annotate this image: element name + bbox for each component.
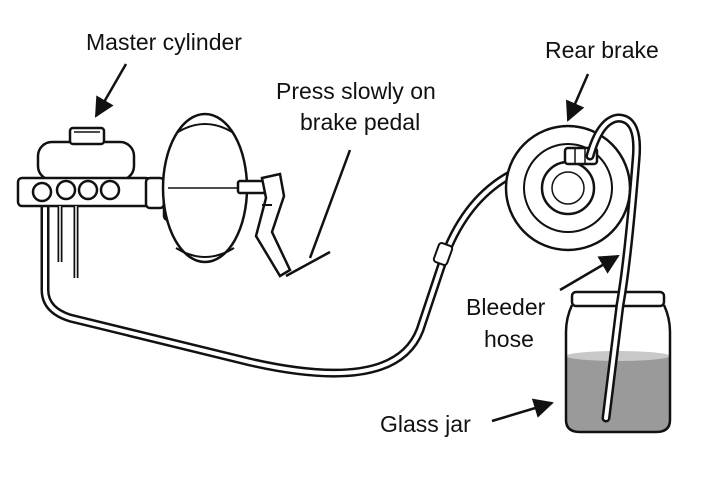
rear-brake-arrow [566,73,590,122]
bleeder-hose-arrow [559,254,620,292]
brake-pedal [254,172,292,278]
glass-jar-arrow [491,398,554,423]
rear-brake [504,124,632,252]
label-press-line1: Press slowly on [276,78,436,104]
bleeder-hose [585,113,642,423]
brake-line [40,153,575,378]
label-bleeder-line2: hose [484,326,534,352]
label-bleeder-line1: Bleeder [466,294,546,320]
pedal-pointer-line [308,149,352,259]
line-fitting [432,242,454,266]
label-master-cylinder: Master cylinder [86,29,242,55]
master-cylinder-arrow [94,63,128,118]
reservoir-cap [68,126,106,146]
label-glass-jar: Glass jar [380,411,471,437]
brake-booster [161,112,274,264]
reservoir [36,140,136,182]
pedal-press-mark [285,250,331,278]
label-press-line2: brake pedal [300,109,420,135]
brake-fluid [566,356,670,432]
label-rear-brake: Rear brake [545,37,659,63]
master-cylinder [16,126,166,278]
brake-line-port [31,181,53,203]
